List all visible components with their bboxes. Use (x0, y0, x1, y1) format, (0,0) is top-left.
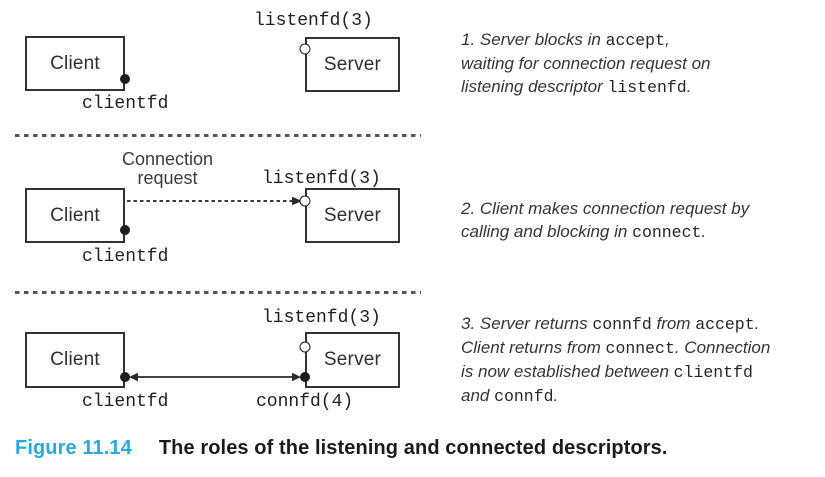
note-text: . (553, 386, 559, 405)
listenfd-circle (299, 43, 311, 55)
code-term: connfd (494, 387, 554, 406)
listenfd-label: listenfd(3) (262, 169, 381, 189)
note-line: 2. Client makes connection request by (461, 197, 749, 220)
server-box: Server (305, 188, 400, 243)
connection-request-label: Connection request (121, 149, 214, 188)
note-text: . (701, 222, 707, 241)
clientfd-dot (120, 74, 130, 84)
note-text: is now established between (461, 362, 674, 381)
code-term: listenfd (607, 78, 687, 97)
client-box-label: Client (50, 349, 100, 370)
server-box-label: Server (323, 349, 382, 370)
connfd-dot (300, 372, 310, 382)
note-line: 3. Server returns connfd from accept. (461, 312, 770, 336)
listenfd-circle (299, 341, 311, 353)
note-text: . (754, 314, 760, 333)
clientfd-dot (120, 372, 130, 382)
code-term: connect (605, 339, 675, 358)
note-text: from (651, 314, 696, 333)
code-term: accept (605, 31, 665, 50)
client-box: Client (25, 36, 125, 91)
clientfd-label: clientfd (82, 247, 169, 267)
note-text: Client returns from (461, 338, 606, 357)
listenfd-label: listenfd(3) (262, 308, 381, 328)
listenfd-label: listenfd(3) (254, 11, 373, 31)
connection-request-arrow (127, 196, 302, 206)
note-text: 2. Client makes connection request by (461, 199, 750, 218)
note-line: listening descriptor listenfd. (461, 75, 711, 99)
code-term: connfd (592, 315, 652, 334)
note-text: 3. Server returns (461, 314, 593, 333)
server-box-label: Server (323, 53, 382, 75)
note-line: 1. Server blocks in accept, (461, 28, 711, 52)
note-line: waiting for connection request on (461, 52, 711, 75)
established-connection-arrow (129, 372, 301, 382)
server-box: Server (305, 332, 400, 388)
server-box-label: Server (323, 204, 382, 226)
code-term: connect (632, 223, 702, 242)
figure-number: Figure 11.14 (15, 437, 132, 459)
clientfd-label: clientfd (82, 392, 169, 412)
client-box: Client (25, 188, 125, 243)
note-text: , (664, 30, 670, 49)
client-box-label: Client (50, 204, 100, 226)
figure-caption: Figure 11.14 The roles of the listening … (15, 437, 668, 460)
note-text: and (461, 386, 495, 405)
step-note-3: 3. Server returns connfd from accept.Cli… (461, 312, 770, 408)
note-text: calling and blocking in (461, 222, 633, 241)
client-box-label: Client (50, 52, 100, 74)
listenfd-circle (299, 195, 311, 207)
step-note-2: 2. Client makes connection request by cal… (461, 197, 749, 244)
client-box: Client (25, 332, 125, 388)
note-line: and connfd. (461, 384, 770, 408)
server-box: Server (305, 37, 400, 92)
code-term: clientfd (673, 363, 753, 382)
note-line: Client returns from connect. Connection (461, 336, 770, 360)
note-line: is now established between clientfd (461, 360, 770, 384)
note-text: waiting for connection request on (461, 54, 711, 73)
figure-title: The roles of the listening and connected… (158, 437, 668, 459)
connfd-label: connfd(4) (256, 392, 354, 412)
note-text: listening descriptor (461, 77, 608, 96)
note-line: calling and blocking in connect. (461, 220, 749, 244)
clientfd-label: clientfd (82, 94, 169, 114)
note-text: . Connection (674, 338, 771, 357)
step-note-1: 1. Server blocks in accept, waiting for c… (461, 28, 711, 99)
clientfd-dot (120, 225, 130, 235)
panel-divider (15, 291, 421, 294)
note-text: . (686, 77, 692, 96)
note-text: 1. Server blocks in (461, 30, 606, 49)
panel-divider (15, 134, 421, 137)
code-term: accept (695, 315, 755, 334)
